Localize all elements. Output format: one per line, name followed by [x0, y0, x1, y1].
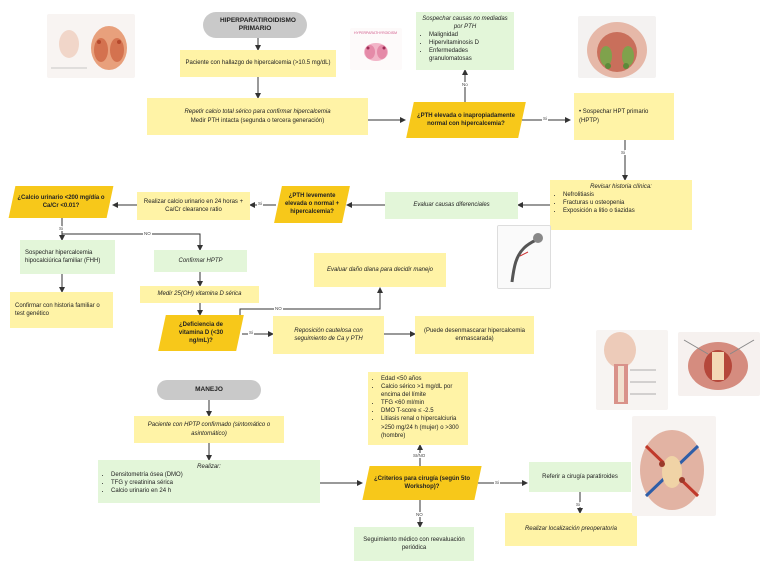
repetir-calcio-node: Repetir calcio total sérico para confirm… — [147, 98, 368, 135]
sospechar-fhh-node: Sospechar hipercalcemia hipocalciúrica f… — [20, 240, 115, 274]
revisar-item: Exposición a litio o tiazidas — [563, 207, 635, 215]
deficiencia-vitd-decision: ¿Deficiencia de vitamina D (<30 ng/mL)? — [158, 315, 244, 351]
causas-title: Sospechar causas no mediadas por PTH — [422, 16, 508, 31]
edge-label-si: Si — [575, 502, 582, 507]
confirmar-hptp-node: Confirmar HPTP — [154, 250, 247, 272]
edge-label-no: No — [461, 82, 469, 87]
repetir-text-1: Repetir calcio total sérico para confirm… — [184, 109, 331, 116]
neck-anatomy-illustration — [596, 330, 668, 410]
criterio-item: TFG <60 ml/min — [381, 399, 463, 407]
revisar-item: Fracturas u osteopenia — [563, 199, 635, 207]
seguimiento-text: Seguimiento médico con reevaluación peri… — [363, 536, 465, 551]
confirmar-hptp-text: Confirmar HPTP — [178, 257, 223, 264]
edge-label-no: NO — [274, 306, 283, 311]
calcio-urinario-text: ¿Calcio urinario <200 mg/día o Ca/Cr <0.… — [17, 194, 105, 209]
realizar-item: Densitometría ósea (DMO) — [111, 471, 183, 479]
realizar-list: Densitometría ósea (DMO) TFG y creatinin… — [103, 471, 183, 495]
sospechar-fhh-text: Sospechar hipercalcemia hipocalciúrica f… — [25, 249, 101, 264]
paciente-text: Paciente con hallazgo de hipercalcemia (… — [185, 60, 331, 67]
pth-levemente-decision: ¿PTH levemente elevada o normal + hiperc… — [274, 186, 350, 223]
edge-label-si: Si — [620, 150, 627, 155]
reposicion-node: Reposición cautelosa con seguimiento de … — [273, 316, 384, 354]
evaluar-diferenciales-node: Evaluar causas diferenciales — [385, 192, 518, 219]
edge-label-si: Si — [542, 116, 549, 121]
header-hiperparatiroidismo: HIPERPARATIROIDISMO PRIMARIO — [203, 12, 307, 38]
surgery-site-illustration — [678, 332, 760, 396]
causas-item: Enfermedades granulomatosas — [429, 47, 509, 63]
header-hpt-text: HIPERPARATIROIDISMO PRIMARIO — [220, 16, 296, 32]
edge-label-no: NO — [415, 512, 424, 517]
paciente-confirmado-node: Paciente con HPTP confirmado (sintomátic… — [134, 416, 284, 443]
parathyroid-diagram: HYPERPARATHYROIDISM — [350, 28, 402, 70]
evaluar-dano-text: Evaluar daño diana para decidir manejo — [326, 266, 434, 273]
paciente-hipercalcemia-node: Paciente con hallazgo de hipercalcemia (… — [180, 50, 336, 77]
realizar-estudios-node: Realizar: Densitometría ósea (DMO) TFG y… — [98, 460, 320, 503]
thyroid-anatomy-illustration — [47, 14, 135, 78]
edge-label-no: NO — [143, 231, 152, 236]
header-manejo: MANEJO — [157, 380, 261, 400]
criterio-item: Edad <50 años — [381, 375, 463, 383]
revisar-item: Nefrolitiasis — [563, 191, 635, 199]
edge-label-si: Si — [257, 201, 264, 206]
confirmar-historia-text: Confirmar con historia familiar o test g… — [15, 302, 100, 317]
edge-label-si: Si — [248, 330, 255, 335]
realizar-calcio-text: Realizar calcio urinario en 24 horas + C… — [143, 198, 244, 213]
neck-surgery-photo — [578, 16, 656, 78]
puede-text: (Puede desenmascarar hipercalcemia enmas… — [423, 327, 526, 342]
puede-desenmascarar-node: (Puede desenmascarar hipercalcemia enmas… — [415, 316, 534, 354]
repetir-text-2: Medir PTH intacta (segunda o tercera gen… — [190, 117, 325, 124]
criterios-list: Edad <50 años Calcio sérico >1 mg/dL por… — [373, 375, 463, 440]
realizar-item: Calcio urinario en 24 h — [111, 487, 183, 495]
medir-vitd-text: Medir 25(OH) vitamina D sérica — [157, 291, 242, 298]
criterios-text: ¿Criterios para cirugía (según 5to Works… — [373, 475, 471, 490]
seguimiento-node: Seguimiento médico con reevaluación peri… — [354, 527, 474, 561]
realizar-item: TFG y creatinina sérica — [111, 479, 183, 487]
localizacion-text: Realizar localización preoperatoria — [524, 526, 618, 533]
criterio-item: Litiasis renal o hipercalciuria >250 mg/… — [381, 415, 463, 439]
edge-label-si: Si — [494, 480, 501, 485]
evaluar-dif-text: Evaluar causas diferenciales — [413, 202, 490, 209]
causas-no-pth-node: Sospechar causas no mediadas por PTH Mal… — [416, 12, 514, 70]
pth-levemente-text: ¿PTH levemente elevada o normal + hiperc… — [284, 193, 340, 216]
pth-elevada-text: ¿PTH elevada o inapropiadamente normal c… — [416, 112, 516, 127]
parathyroid-surgery-illustration — [632, 416, 716, 516]
deficiencia-text: ¿Deficiencia de vitamina D (<30 ng/mL)? — [178, 321, 224, 345]
criterios-list-node: Edad <50 años Calcio sérico >1 mg/dL por… — [368, 372, 468, 445]
calcio-urinario-decision: ¿Calcio urinario <200 mg/día o Ca/Cr <0.… — [8, 186, 114, 218]
reposicion-text: Reposición cautelosa con seguimiento de … — [294, 327, 363, 342]
evaluar-dano-node: Evaluar daño diana para decidir manejo — [314, 253, 446, 287]
realizar-calcio-urinario-node: Realizar calcio urinario en 24 horas + C… — [137, 192, 250, 220]
medir-vitd-node: Medir 25(OH) vitamina D sérica — [140, 286, 259, 303]
revisar-title: Revisar historia clínica: — [590, 184, 652, 190]
revisar-list: Nefrolitiasis Fracturas u osteopenia Exp… — [555, 191, 635, 215]
causas-list: Malignidad Hipervitaminosis D Enfermedad… — [421, 31, 509, 63]
header-manejo-text: MANEJO — [195, 385, 223, 393]
criterio-item: DMO T-score ≤ -2.5 — [381, 407, 463, 415]
criterio-item: Calcio sérico >1 mg/dL por encima del lí… — [381, 383, 463, 399]
localizacion-node: Realizar localización preoperatoria — [505, 513, 637, 546]
referir-text: Referir a cirugía paratiroides — [542, 473, 618, 480]
criterios-cirugia-decision: ¿Criterios para cirugía (según 5to Works… — [362, 466, 482, 500]
referir-cirugia-node: Referir a cirugía paratiroides — [529, 462, 631, 492]
pth-elevada-decision: ¿PTH elevada o inapropiadamente normal c… — [406, 102, 526, 138]
causas-item: Hipervitaminosis D — [429, 39, 509, 47]
revisar-historia-node: Revisar historia clínica: Nefrolitiasis … — [550, 180, 692, 230]
realizar-title: Realizar: — [197, 464, 221, 470]
edge-label-si-no: SI/NO — [412, 453, 427, 458]
sospechar-hpt-node: • Sospechar HPT primario (HPTP) — [574, 93, 674, 140]
confirmar-historia-node: Confirmar con historia familiar o test g… — [10, 292, 113, 328]
paciente-confirmado-text: Paciente con HPTP confirmado (sintomátic… — [147, 422, 271, 437]
bone-fracture-xray — [497, 225, 551, 289]
causas-item: Malignidad — [429, 31, 509, 39]
sospechar-hpt-text: • Sospechar HPT primario (HPTP) — [579, 109, 649, 124]
edge-label-si: Si — [58, 226, 65, 231]
hyperpara-caption: HYPERPARATHYROIDISM — [354, 31, 397, 35]
